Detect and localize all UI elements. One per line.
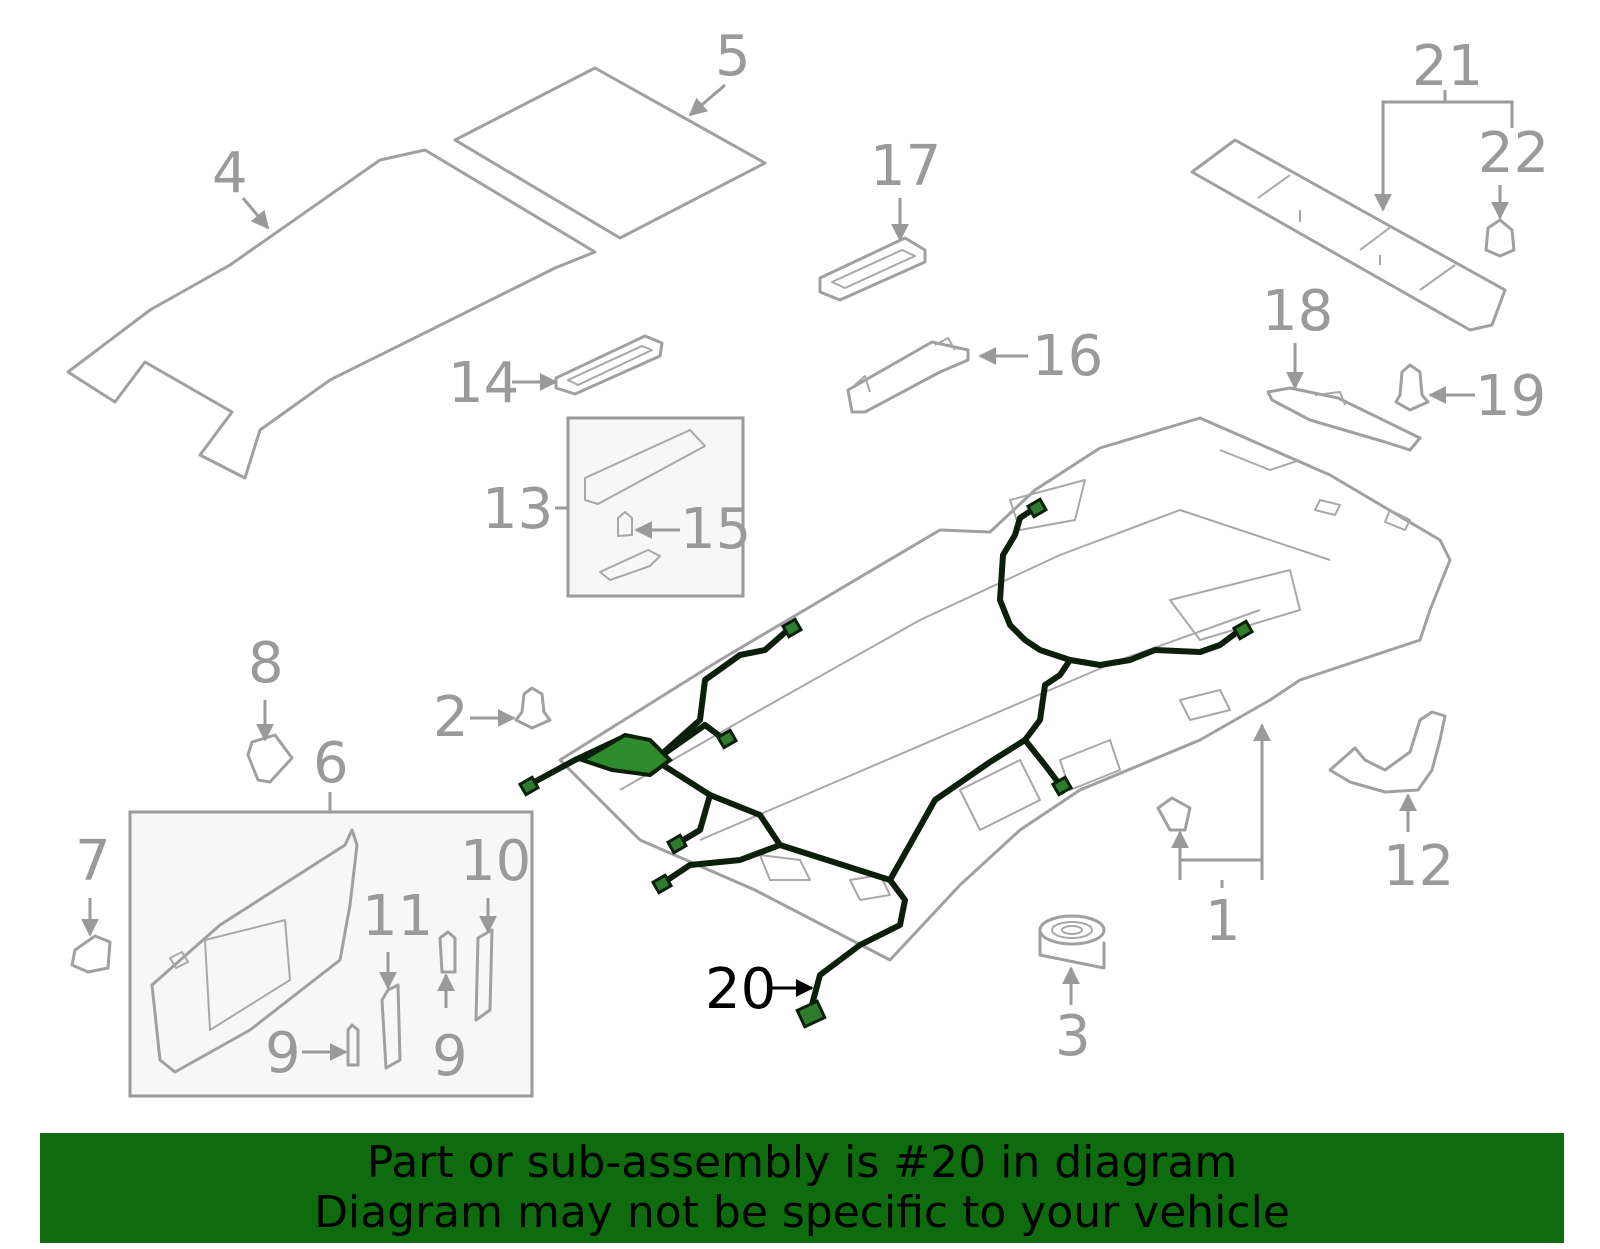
lamp-part-17 — [818, 236, 927, 302]
callout-10: 10 — [460, 829, 531, 894]
wiring-harness-part-20 — [517, 497, 1255, 1029]
callout-11: 11 — [362, 884, 433, 949]
callout-6: 6 — [313, 731, 349, 796]
callout-21: 21 — [1412, 34, 1483, 99]
callout-14: 14 — [448, 351, 519, 416]
callout-22: 22 — [1478, 121, 1549, 186]
callout-13: 13 — [482, 477, 553, 542]
callout-4: 4 — [212, 141, 248, 206]
callout-20: 20 — [705, 957, 776, 1022]
callout-18: 18 — [1262, 279, 1333, 344]
disclaimer-banner: Part or sub-assembly is #20 in diagram D… — [40, 1133, 1564, 1243]
clip-part-1 — [1156, 796, 1192, 832]
console-part-16 — [846, 337, 970, 414]
leader-lines — [81, 83, 1514, 1061]
callout-2: 2 — [433, 685, 469, 750]
callout-7: 7 — [75, 829, 111, 894]
callout-3: 3 — [1055, 1004, 1091, 1069]
callout-1: 1 — [1205, 889, 1241, 954]
callout-15: 15 — [680, 497, 751, 562]
push-pin-part-2 — [514, 686, 552, 730]
hook-part-7 — [70, 934, 112, 974]
sunroof-glass-part-5 — [453, 66, 767, 240]
lamp-part-14 — [554, 334, 664, 396]
callout-9-right: 9 — [432, 1024, 468, 1089]
grab-handle-part-12 — [1328, 710, 1447, 794]
clip-part-8 — [246, 733, 294, 784]
headliner-part-1 — [558, 416, 1452, 962]
callout-5: 5 — [715, 24, 751, 89]
header-rail-part-21 — [1190, 138, 1507, 332]
callout-8: 8 — [248, 631, 284, 696]
callout-12: 12 — [1383, 834, 1454, 899]
roof-panel-part-4 — [66, 148, 597, 480]
callout-19: 19 — [1475, 364, 1546, 429]
push-pin-part-19 — [1394, 363, 1430, 412]
callout-17: 17 — [870, 134, 941, 199]
clip-part-22 — [1484, 218, 1516, 258]
callout-16: 16 — [1032, 324, 1103, 389]
callout-9-left: 9 — [265, 1021, 301, 1086]
bracket-part-18 — [1266, 386, 1422, 452]
banner-line-1: Part or sub-assembly is #20 in diagram — [366, 1137, 1238, 1188]
banner-line-2: Diagram may not be specific to your vehi… — [314, 1187, 1290, 1238]
tape-roll-part-3 — [1038, 914, 1106, 970]
